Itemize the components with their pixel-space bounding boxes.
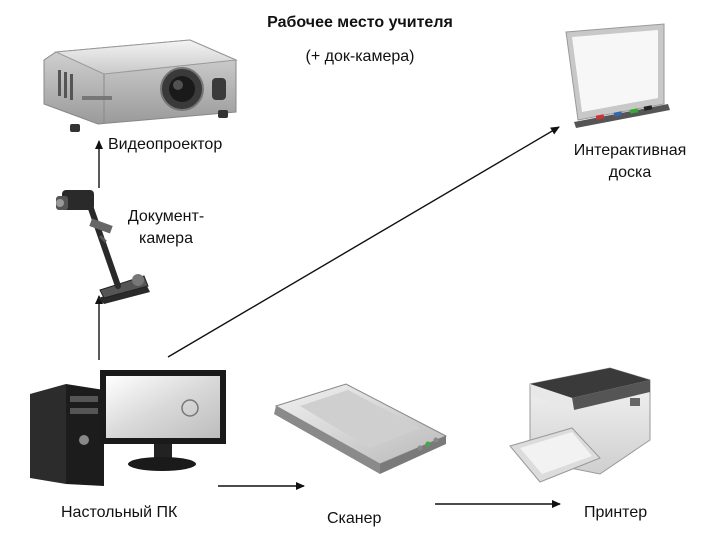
projector-label: Видеопроектор [108,136,223,153]
whiteboard-label-line2: доска [608,164,652,181]
document-camera-label-line1: Документ- [127,208,205,225]
diagram-subtitle: (+ док-камера) [305,48,415,65]
whiteboard-label: Интерактивная доска [545,140,715,184]
whiteboard-label-line1: Интерактивная [573,142,687,159]
scanner-label: Сканер [327,510,382,527]
document-camera-label-line2: камера [139,230,193,247]
diagram-title: Рабочее место учителя [267,14,453,31]
arrow-pc-to-whiteboard [167,126,560,358]
document-camera-label: Документ- камера [118,206,214,250]
desktop-pc-label: Настольный ПК [61,504,178,521]
printer-label: Принтер [584,504,648,521]
